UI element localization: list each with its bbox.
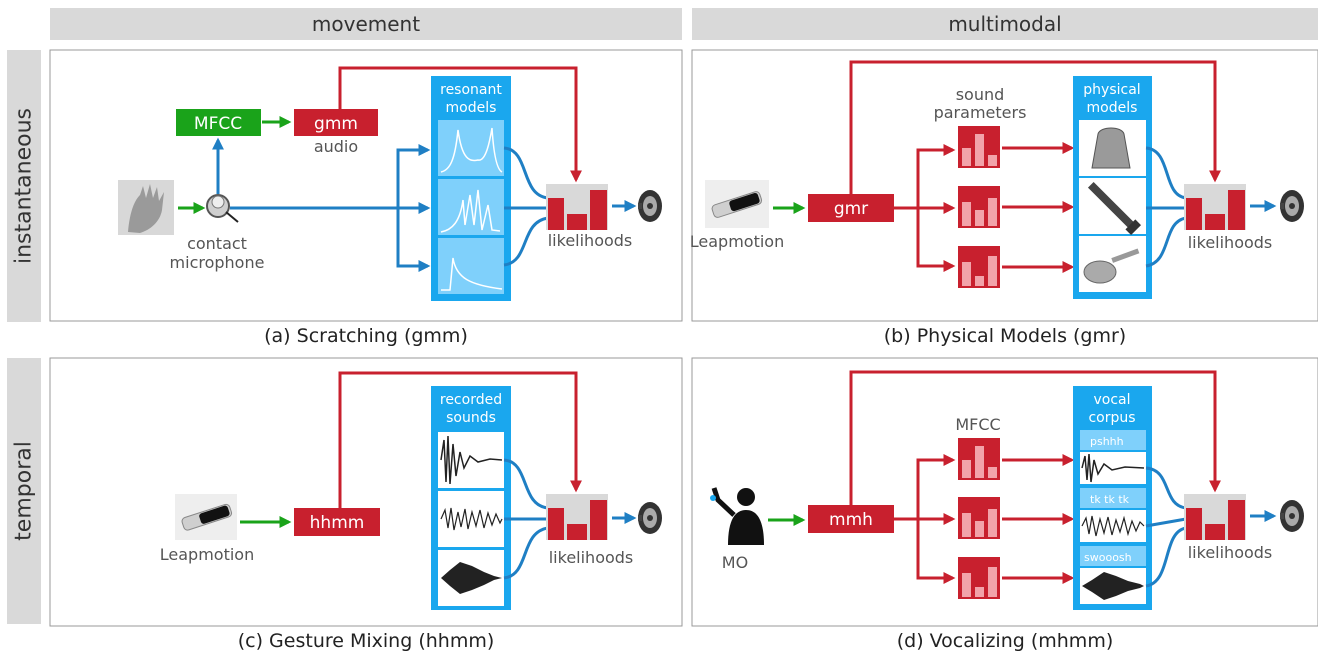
- arrow-mmh-to-likelihoods: [849, 370, 1221, 505]
- caption-b: (b) Physical Models (gmr): [883, 325, 1127, 347]
- sound-label-pshhh: pshhh: [1090, 435, 1124, 448]
- hand-icon: [128, 184, 164, 233]
- bell-icon: [1091, 127, 1131, 169]
- violin-icon: [1083, 248, 1140, 284]
- mfcc-label: MFCC: [194, 114, 242, 134]
- column-header-movement: movement: [50, 8, 682, 40]
- row-header-instantaneous: instantaneous: [7, 50, 41, 322]
- panel-c: Leapmotion hhmm recorded sounds likeliho…: [160, 371, 662, 610]
- physical-label-2: models: [1087, 100, 1138, 116]
- likelihoods-label-a: likelihoods: [548, 231, 633, 250]
- panel-c-frame: [49, 357, 683, 627]
- gmr-label: gmr: [834, 199, 868, 219]
- gmm-label: gmm: [314, 114, 358, 134]
- speaker-icon-d: [1280, 500, 1304, 532]
- mo-person-icon: [710, 487, 764, 545]
- hhmm-box: [294, 508, 380, 536]
- audio-label: audio: [314, 137, 358, 156]
- panel-a: MFCC gmm audio contact microphone resona…: [118, 66, 662, 301]
- mmh-box: [808, 505, 894, 533]
- likelihoods-label-b: likelihoods: [1188, 233, 1273, 252]
- sound-label-swooosh: swooosh: [1084, 551, 1132, 564]
- sound-params-label-1: sound: [956, 85, 1005, 104]
- gmm-box: [294, 109, 378, 136]
- resonant-curve-3: [441, 257, 503, 291]
- vocal-label-1: vocal: [1093, 392, 1130, 408]
- panel-b: Leapmotion gmr sound parameters: [690, 60, 1304, 299]
- physical-label-1: physical: [1083, 82, 1140, 98]
- recorded-label-1: recorded: [440, 392, 502, 408]
- param-chart-b3: [958, 246, 1000, 288]
- waveform-3: [441, 562, 502, 594]
- sound-label-tk: tk tk tk: [1090, 493, 1130, 506]
- leapmotion-label-b: Leapmotion: [690, 232, 784, 251]
- param-chart-d1: [958, 438, 1000, 480]
- waveform-d3: [1082, 572, 1144, 600]
- microphone-label: microphone: [170, 253, 265, 272]
- resonant-curve-2: [440, 189, 501, 233]
- speaker-icon-c: [638, 502, 662, 534]
- caption-d: (d) Vocalizing (mhmm): [896, 630, 1114, 652]
- leapmotion-label-c: Leapmotion: [160, 545, 254, 564]
- recorded-label-2: sounds: [446, 410, 496, 426]
- waveform-1: [440, 435, 503, 485]
- mmh-label: mmh: [829, 510, 873, 530]
- resonant-curve-1: [440, 127, 503, 173]
- speaker-icon-b: [1280, 190, 1304, 222]
- resonant-label-2: models: [446, 100, 497, 116]
- param-chart-b1: [958, 126, 1000, 168]
- param-chart-d3: [958, 557, 1000, 599]
- caption-a: (a) Scratching (gmm): [264, 325, 468, 347]
- speaker-icon-a: [638, 190, 662, 222]
- clarinet-icon: [1087, 181, 1141, 235]
- panel-d-frame: [691, 357, 1318, 627]
- arrow-gmm-to-likelihoods: [338, 66, 582, 183]
- arrow-gmr-to-likelihoods: [849, 60, 1221, 194]
- mo-label: MO: [722, 553, 748, 572]
- sound-params-label-2: parameters: [934, 103, 1027, 122]
- vocal-label-2: corpus: [1088, 410, 1135, 426]
- arrow-hhmm-to-likelihoods: [338, 371, 582, 508]
- param-chart-b2: [958, 186, 1000, 228]
- resonant-label-1: resonant: [440, 82, 502, 98]
- contact-label: contact: [187, 234, 247, 253]
- waveform-d2: [1081, 515, 1145, 537]
- hhmm-label: hhmm: [310, 513, 365, 533]
- caption-c: (c) Gesture Mixing (hhmm): [237, 630, 495, 652]
- row-header-temporal: temporal: [7, 358, 41, 624]
- param-chart-d2: [958, 497, 1000, 539]
- likelihoods-label-d: likelihoods: [1188, 543, 1273, 562]
- mfcc-box: [176, 109, 261, 136]
- column-header-multimodal: multimodal: [692, 8, 1318, 40]
- waveform-2: [440, 507, 503, 531]
- mfcc-label-d: MFCC: [955, 415, 1000, 434]
- likelihoods-label-c: likelihoods: [549, 548, 634, 567]
- waveform-d1: [1081, 453, 1145, 483]
- panel-d: MO mmh MFCC vo: [710, 370, 1304, 610]
- gmr-box: [808, 194, 894, 222]
